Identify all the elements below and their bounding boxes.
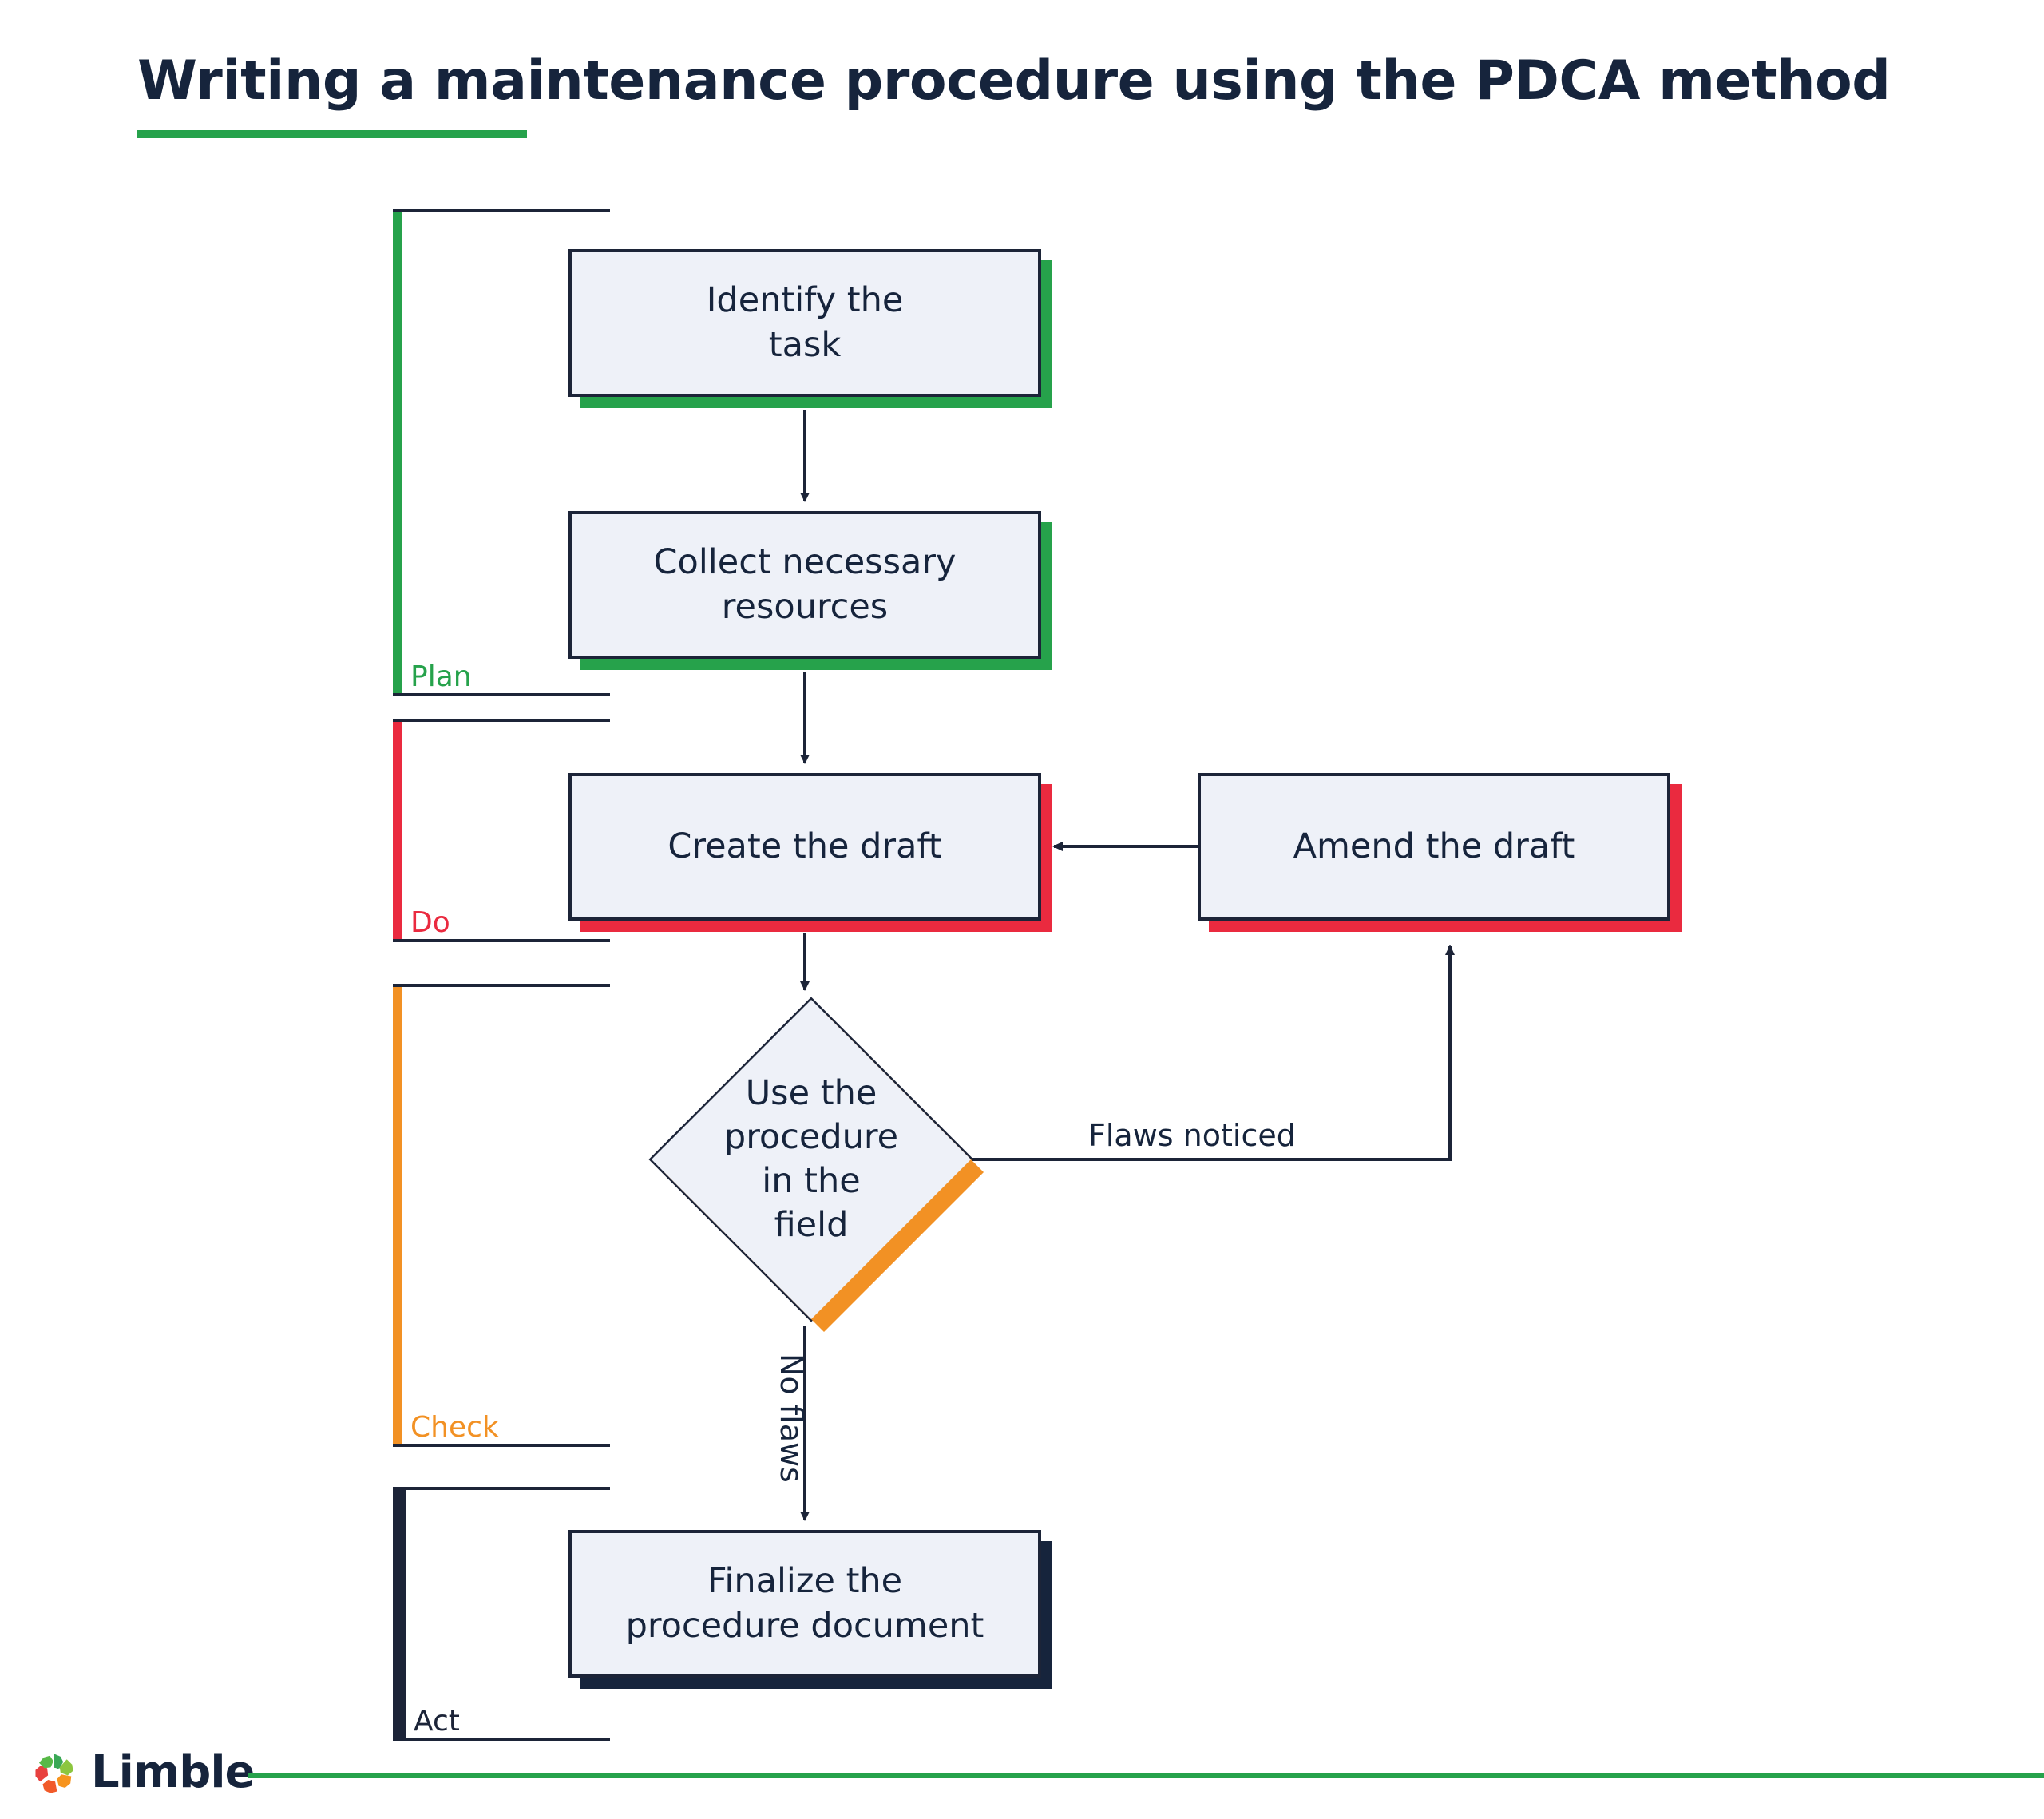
node-face: Create the draft [568,773,1041,921]
bracket-plan-bar [393,209,402,696]
connector-decision-to-amend [971,945,1455,1161]
node-amend-the-draft[interactable]: Amend the draft [1198,773,1682,932]
node-label: Amend the draft [1293,826,1575,866]
title-underline-accent [137,130,527,138]
bracket-do-edge-top [393,719,610,722]
bracket-act-edge-top [393,1487,610,1490]
edge-label-no-flaws: No flaws [774,1353,809,1483]
bracket-plan-edge-top [393,209,610,212]
limble-wordmark: Limble [91,1746,255,1798]
footer-accent-line [248,1773,2044,1778]
bracket-check: Check [393,984,610,1447]
node-label: Create the draft [667,826,942,866]
bracket-act: Act [393,1487,610,1741]
bracket-plan: Plan [393,209,610,696]
bracket-do: Do [393,719,610,942]
bracket-check-edge-bottom [393,1444,610,1447]
bracket-plan-label: Plan [410,660,472,693]
node-create-the-draft[interactable]: Create the draft [568,773,1052,932]
bracket-plan-edge-bottom [393,693,610,696]
bracket-act-edge-bottom [393,1738,610,1741]
node-face: Amend the draft [1198,773,1670,921]
bracket-do-edge-bottom [393,939,610,942]
footer-brand: Limble [32,1750,255,1795]
bracket-check-bar [393,984,402,1447]
bracket-do-bar [393,719,402,942]
bracket-act-bar [393,1487,406,1741]
edge-label-flaws-noticed: Flaws noticed [1088,1118,1296,1153]
bracket-check-label: Check [410,1411,499,1444]
bracket-act-label: Act [414,1705,460,1738]
page-title: Writing a maintenance procedure using th… [137,50,1891,113]
bracket-do-label: Do [410,906,450,939]
limble-gear-logo-icon [35,1754,73,1793]
bracket-check-edge-top [393,984,610,987]
